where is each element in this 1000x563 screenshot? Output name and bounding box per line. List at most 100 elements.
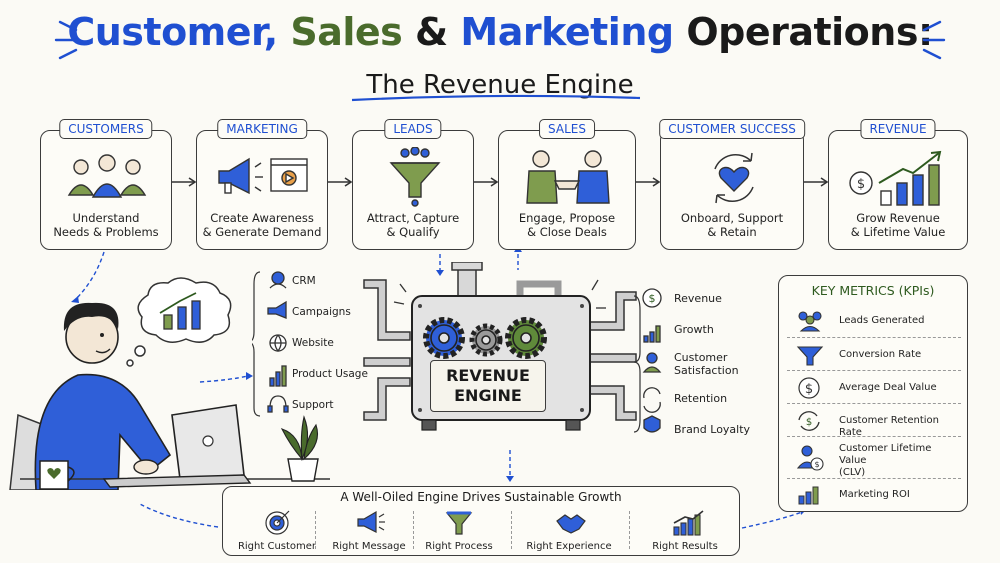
- funnel-icon: [389, 147, 441, 207]
- retention-icon: $: [798, 411, 820, 431]
- stage-leads: LEADS Attract, Capture& Qualify: [352, 119, 474, 250]
- kpi-label: Marketing ROI: [839, 489, 910, 500]
- banner-separator: [629, 511, 630, 549]
- person-at-laptop-illustration: [9, 277, 330, 490]
- input-product-usage: Product Usage: [292, 368, 368, 380]
- stage-tag: MARKETING: [217, 119, 307, 139]
- kpi-label-wrap: Customer Lifetime Value(CLV): [839, 443, 961, 479]
- stage-sales: SALES Engage, Propose& Close Deals: [498, 119, 636, 250]
- title-word-marketing: Marketing: [460, 10, 674, 54]
- input-icons: [252, 271, 289, 417]
- growth-banner-title: A Well-Oiled Engine Drives Sustainable G…: [340, 490, 622, 504]
- engine-label-line2: ENGINE: [454, 386, 522, 405]
- kpi-panel: KEY METRICS (KPIs) Leads Generated Conve…: [778, 275, 968, 512]
- funnel-icon: [796, 346, 824, 366]
- stage-tag: LEADS: [384, 119, 442, 139]
- stage-desc-line: & Retain: [707, 225, 757, 239]
- engine-label-line1: REVENUE: [446, 366, 530, 385]
- kpi-marketing-roi: Marketing ROI: [787, 478, 961, 509]
- megaphone-icon: [218, 157, 308, 195]
- kpi-label: Leads Generated: [839, 315, 925, 326]
- output-revenue: Revenue: [674, 292, 722, 305]
- engine-label: REVENUE ENGINE: [430, 360, 546, 412]
- title-ampersand: &: [415, 10, 448, 54]
- output-icons: $: [642, 288, 662, 433]
- kpi-customer-lifetime-value: $ Customer Lifetime Value(CLV): [787, 436, 961, 478]
- stage-desc-line: & Qualify: [386, 225, 440, 239]
- stage-tag: REVENUE: [860, 119, 936, 139]
- right-message-item: Right Message: [319, 507, 419, 555]
- banner-item-label: Right Message: [332, 541, 406, 552]
- kpi-customer-retention-rate: $ Customer Retention Rate: [787, 403, 961, 438]
- kpi-label: Average Deal Value: [839, 382, 937, 393]
- bar-chart-icon: [673, 510, 704, 536]
- output-label: Satisfaction: [674, 364, 739, 377]
- input-campaigns: Campaigns: [292, 306, 351, 318]
- page-title: Customer, Sales & Marketing Operations:: [0, 10, 1000, 54]
- stage-desc-line: & Close Deals: [527, 225, 607, 239]
- output-growth: Growth: [674, 323, 714, 336]
- dollar-icon: $: [798, 377, 820, 399]
- right-results-item: Right Results: [635, 507, 735, 555]
- title-decoration: [54, 20, 946, 102]
- output-label: Customer: [674, 351, 728, 364]
- kpi-label: Customer Retention Rate: [839, 415, 939, 438]
- svg-text:$: $: [857, 177, 865, 192]
- right-process-item: Right Process: [409, 507, 509, 555]
- stage-desc-line: Create Awareness: [210, 211, 314, 225]
- revenue-engine-illustration: [363, 262, 637, 431]
- output-label: Growth: [674, 323, 714, 336]
- stage-tag: SALES: [539, 119, 595, 139]
- stage-customer-success: CUSTOMER SUCCESS Onboard, Support& Retai…: [659, 119, 805, 250]
- output-brand-loyalty: Brand Loyalty: [674, 423, 750, 436]
- stage-marketing: MARKETING Create Awareness& Generate Dem…: [196, 119, 328, 250]
- people-icon: [798, 311, 822, 332]
- megaphone-icon: [357, 510, 385, 533]
- right-experience-item: Right Experience: [519, 507, 619, 555]
- kpi-label: Customer Lifetime Value: [839, 443, 932, 466]
- output-retention: Retention: [674, 392, 727, 405]
- stage-tag: CUSTOMERS: [59, 119, 153, 139]
- growth-chart-icon: $: [849, 150, 942, 206]
- stage-desc-line: Engage, Propose: [518, 211, 616, 225]
- kpi-leads-generated: Leads Generated: [787, 304, 961, 337]
- title-word-operations: Operations:: [686, 10, 933, 54]
- svg-text:$: $: [806, 417, 812, 428]
- input-support: Support: [292, 399, 334, 411]
- kpi-label: (CLV): [839, 467, 866, 478]
- kpi-average-deal-value: $ Average Deal Value: [787, 370, 961, 403]
- target-icon: [265, 510, 290, 535]
- kpi-conversion-rate: Conversion Rate: [787, 337, 961, 370]
- output-label: Retention: [674, 392, 728, 405]
- funnel-icon: [445, 511, 473, 535]
- kpi-label: Conversion Rate: [839, 349, 922, 360]
- output-bracket: [633, 295, 641, 433]
- stage-desc-line: Onboard, Support: [680, 211, 784, 225]
- stage-desc-line: Needs & Problems: [53, 225, 159, 239]
- stage-desc-line: Grow Revenue: [856, 211, 940, 225]
- stage-tag: CUSTOMER SUCCESS: [659, 119, 805, 139]
- svg-text:$: $: [805, 382, 813, 397]
- banner-item-label: Right Process: [425, 541, 493, 552]
- stage-desc-line: Attract, Capture: [366, 211, 460, 225]
- stage-desc-line: Understand: [72, 211, 140, 225]
- stage-revenue: REVENUE $ Grow Revenue& Lifetime Value: [828, 119, 968, 250]
- banner-separator: [413, 511, 414, 549]
- kpi-panel-title: KEY METRICS (KPIs): [811, 283, 935, 298]
- svg-text:$: $: [814, 460, 819, 469]
- roi-icon: [798, 486, 819, 505]
- input-website: Website: [292, 337, 334, 349]
- handshake-icon: [526, 150, 610, 204]
- stage-desc-line: & Generate Demand: [202, 225, 322, 239]
- handshake-icon: [556, 514, 586, 534]
- banner-item-label: Right Results: [652, 541, 718, 552]
- banner-item-label: Right Customer: [237, 541, 317, 552]
- right-customer-item: Right Customer: [227, 507, 327, 555]
- people-icon: [67, 154, 147, 198]
- growth-banner: A Well-Oiled Engine Drives Sustainable G…: [222, 486, 740, 556]
- stage-desc-line: & Lifetime Value: [850, 225, 946, 239]
- input-crm: CRM: [292, 275, 316, 287]
- title-word-sales: Sales: [290, 10, 403, 54]
